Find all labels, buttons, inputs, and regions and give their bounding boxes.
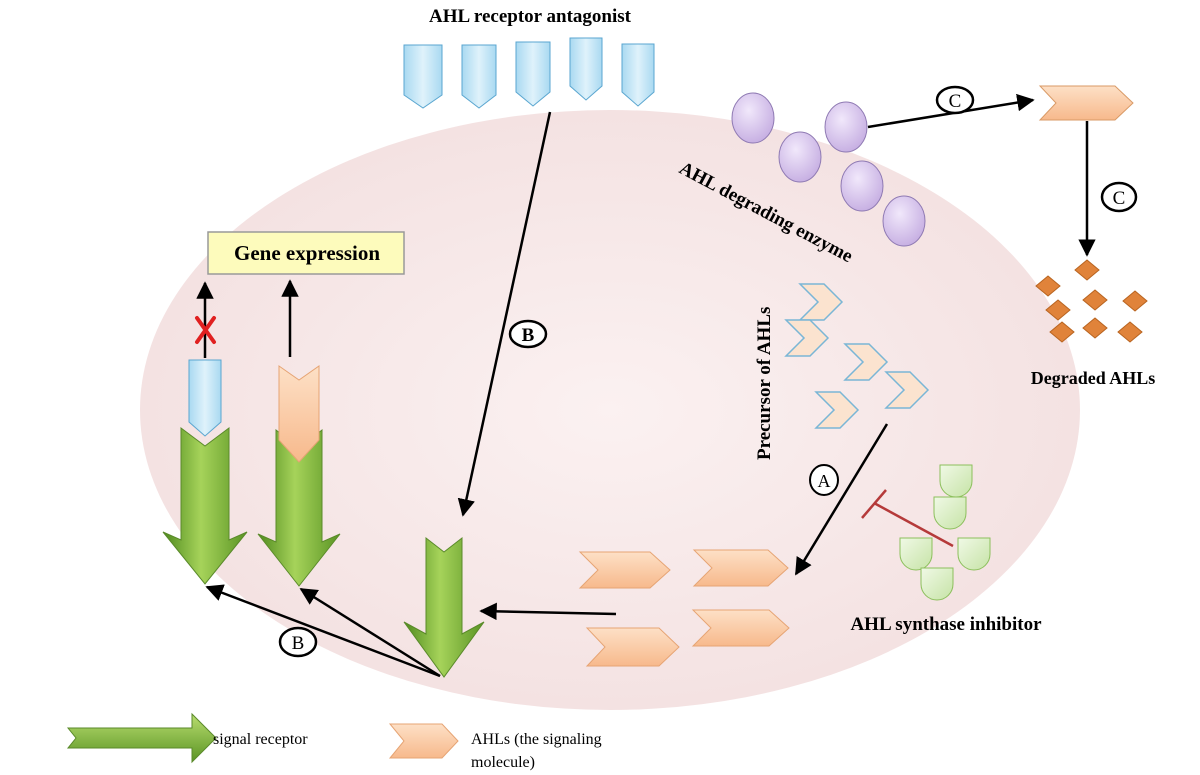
marker-b-upper: B — [508, 319, 548, 349]
enzyme-sphere — [824, 101, 868, 153]
legend-ahl-label-line1: AHLs (the signaling — [471, 731, 602, 748]
inhibition-bar-cap — [861, 489, 887, 519]
antagonist-molecules — [403, 37, 655, 109]
antagonist-label: AHL receptor antagonist — [429, 6, 632, 27]
enzyme-sphere — [840, 160, 884, 212]
ahl-molecules — [578, 549, 790, 667]
svg-text:B: B — [292, 633, 305, 654]
degraded-fragment — [1117, 321, 1143, 343]
precursor-label: Precursor of AHLs — [754, 307, 775, 460]
legend-receptor-label: signal receptor — [213, 731, 308, 748]
ahl-molecule — [691, 609, 790, 647]
inhibition-bar — [873, 501, 954, 548]
svg-text:C: C — [949, 91, 962, 112]
degraded-ahls — [1035, 259, 1148, 343]
ahl-molecule — [692, 549, 789, 587]
gene-expression-box — [207, 231, 405, 275]
inhibitor-drop — [933, 496, 967, 530]
receptor-arrow-left — [205, 584, 441, 678]
marker-b-lower: B — [278, 626, 318, 658]
degraded-fragment — [1082, 289, 1108, 311]
synthase-inhibitors — [899, 464, 991, 601]
precursor-chevron — [798, 283, 844, 321]
free-receptor — [403, 536, 485, 678]
legend: signal receptor AHLs (the signaling mole… — [66, 712, 602, 771]
bound-ahl — [278, 365, 320, 463]
svg-text:A: A — [818, 471, 831, 491]
degraded-fragment — [1122, 290, 1148, 312]
degraded-fragment — [1049, 321, 1075, 343]
bound-antagonist — [188, 359, 222, 437]
precursor-chevron — [814, 391, 860, 429]
precursor-chevron — [884, 371, 930, 409]
svg-text:B: B — [522, 325, 535, 346]
ahl-molecule — [585, 627, 680, 667]
targeted-ahl — [1038, 85, 1134, 121]
inhibitor-drop — [899, 537, 933, 571]
legend-receptor-icon — [66, 712, 217, 764]
degraded-fragment — [1035, 275, 1061, 297]
ahl-to-receptor-arrow — [479, 602, 617, 621]
marker-c-right: C — [1100, 181, 1138, 213]
svg-text:C: C — [1113, 188, 1126, 209]
precursor-chevron — [784, 319, 830, 357]
antagonist-molecule — [515, 41, 551, 107]
enzyme-sphere — [882, 195, 926, 247]
synthase-inhibitor-label: AHL synthase inhibitor — [850, 614, 1042, 635]
degraded-label: Degraded AHLs — [1031, 368, 1156, 388]
gene-expression-label: Gene expression — [234, 241, 380, 265]
degraded-fragment — [1045, 299, 1071, 321]
legend-ahl-icon — [388, 723, 459, 759]
antagonist-molecule — [403, 44, 443, 109]
receptor-blocked — [162, 427, 248, 585]
marker-a: A — [809, 464, 839, 496]
antagonist-molecule — [621, 43, 655, 107]
synthesis-arrow — [794, 423, 889, 576]
marker-c-top: C — [935, 85, 975, 115]
ahl-molecule — [578, 551, 671, 589]
inhibitor-drop — [957, 537, 991, 571]
degrading-enzymes — [731, 92, 926, 247]
inhibitor-drop — [920, 567, 954, 601]
block-x — [195, 316, 216, 344]
legend-ahl-label-line2: molecule) — [471, 754, 535, 771]
enzyme-sphere — [778, 131, 822, 183]
precursor-chevron — [843, 343, 889, 381]
enzyme-sphere — [731, 92, 775, 144]
antagonist-molecule — [569, 37, 603, 101]
inhibitor-drop — [939, 464, 973, 498]
degraded-fragment — [1082, 317, 1108, 339]
degraded-fragment — [1074, 259, 1100, 281]
antagonist-molecule — [461, 44, 497, 109]
precursor-chevrons — [784, 283, 930, 429]
antagonist-arrow — [457, 111, 552, 517]
receptor-arrow-right — [299, 587, 441, 678]
